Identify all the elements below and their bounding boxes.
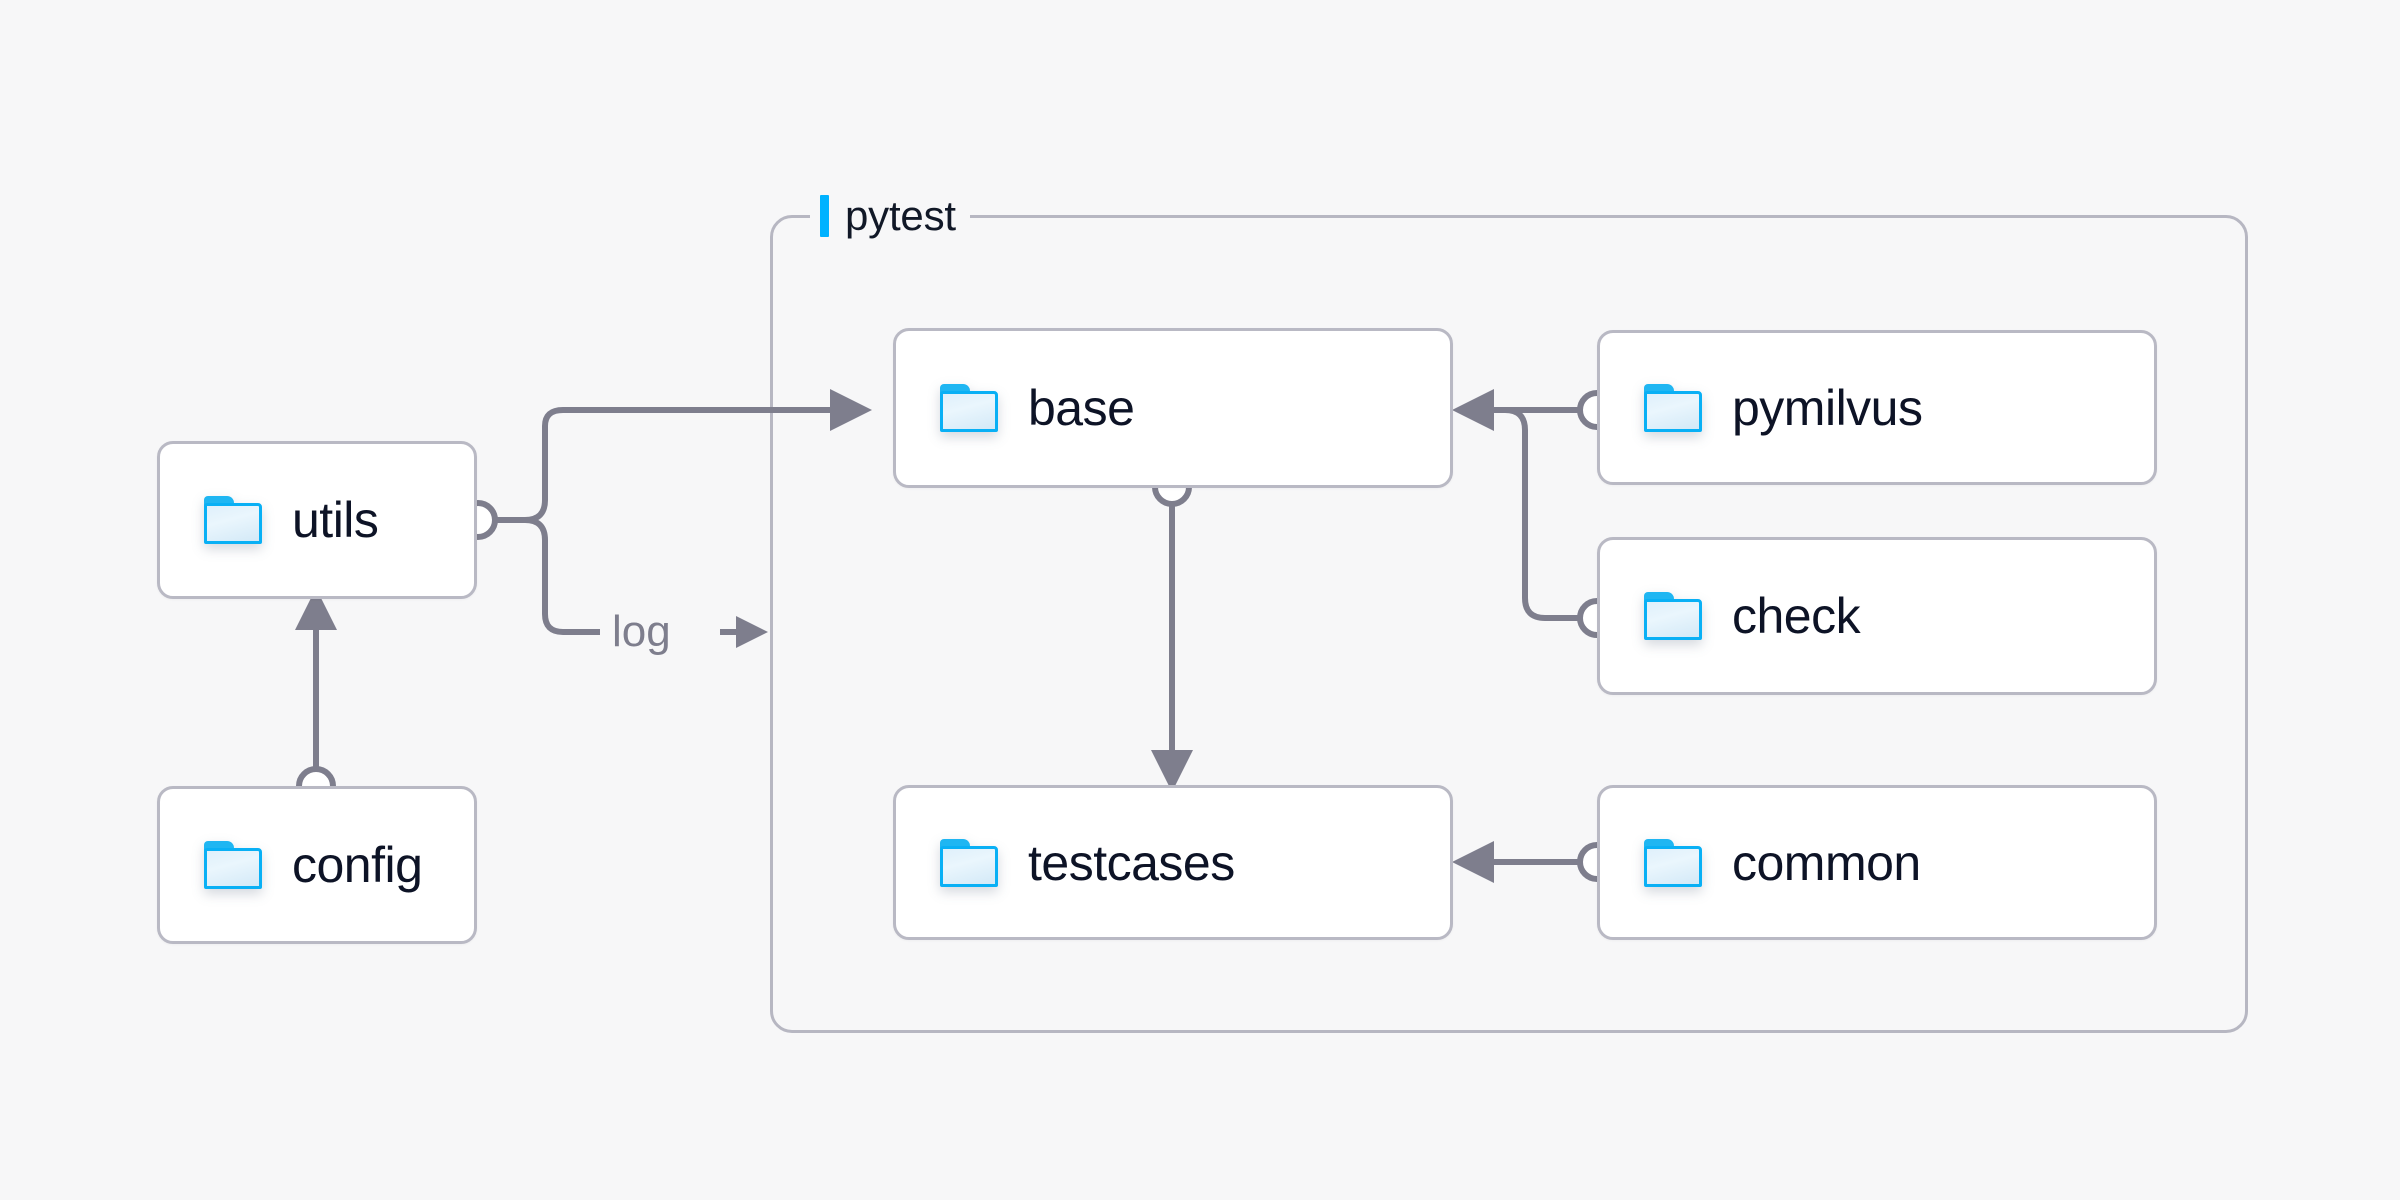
node-label-testcases: testcases — [1028, 834, 1235, 891]
edge-config-to-utils — [295, 588, 337, 806]
node-utils[interactable]: utils — [157, 441, 477, 599]
folder-icon — [204, 496, 262, 544]
node-testcases[interactable]: testcases — [893, 785, 1453, 940]
node-base[interactable]: base — [893, 328, 1453, 488]
node-label-config: config — [292, 837, 423, 893]
edge-log-arrow — [720, 616, 768, 648]
node-config[interactable]: config — [157, 786, 477, 944]
node-common[interactable]: common — [1597, 785, 2157, 940]
folder-icon — [1644, 383, 1702, 432]
node-label-common: common — [1732, 834, 1921, 891]
folder-icon — [1644, 592, 1702, 640]
group-marker-bar — [820, 195, 829, 237]
group-container-pytest — [770, 215, 2248, 1033]
group-label-pytest: pytest — [810, 188, 970, 244]
folder-icon — [940, 384, 998, 432]
edge-label-log: log — [604, 608, 679, 656]
group-label-text: pytest — [845, 192, 956, 239]
node-label-pymilvus: pymilvus — [1732, 379, 1923, 436]
folder-icon — [204, 841, 262, 889]
node-label-check: check — [1732, 588, 1861, 644]
node-check[interactable]: check — [1597, 537, 2157, 695]
folder-icon — [940, 838, 998, 887]
edge-utils-to-log — [458, 500, 600, 635]
node-label-utils: utils — [292, 492, 379, 548]
folder-icon — [1644, 838, 1702, 887]
node-pymilvus[interactable]: pymilvus — [1597, 330, 2157, 485]
node-label-base: base — [1028, 380, 1135, 436]
